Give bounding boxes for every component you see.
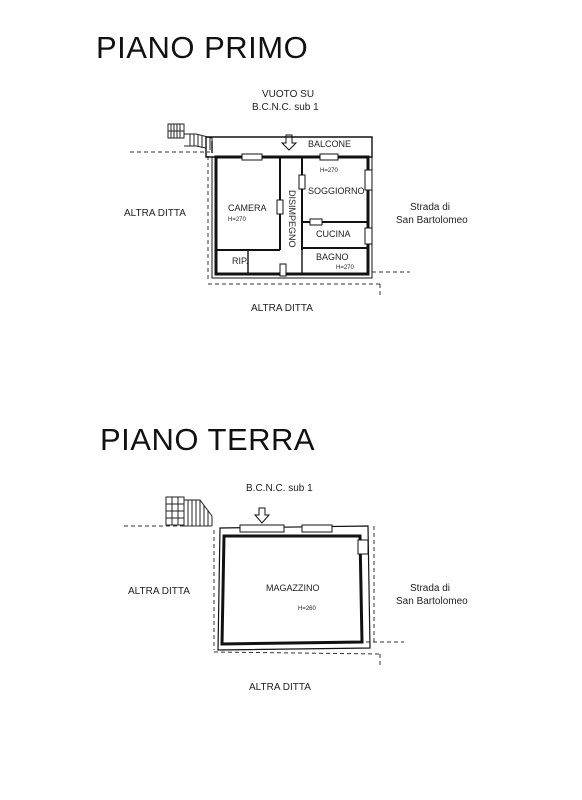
- upper-doors: [242, 154, 372, 276]
- upper-entrance-arrow: [282, 135, 296, 150]
- ground-street-line2: San Bartolomeo: [396, 596, 468, 607]
- ground-bottom-neighbor: ALTRA DITTA: [249, 682, 311, 693]
- cucina-label: CUCINA: [316, 229, 351, 239]
- upper-floor-title: PIANO PRIMO: [96, 30, 309, 65]
- upper-bcnc-note: B.C.N.C. sub 1: [252, 102, 319, 113]
- ground-bcnc-note: B.C.N.C. sub 1: [246, 483, 313, 494]
- ground-floor-title: PIANO TERRA: [100, 422, 316, 457]
- ground-left-neighbor: ALTRA DITTA: [128, 586, 190, 597]
- soggiorno-height: H=270: [320, 168, 338, 174]
- upper-street-line2: San Bartolomeo: [396, 215, 468, 226]
- upper-staircase: [168, 124, 212, 152]
- ground-property-boundary: [124, 526, 404, 668]
- balcony-label: BALCONE: [308, 139, 352, 149]
- camera-height: H=270: [228, 217, 246, 223]
- bagno-height: H=270: [336, 265, 354, 271]
- upper-void-note: VUOTO SU: [262, 89, 315, 100]
- upper-left-neighbor: ALTRA DITTA: [124, 208, 186, 219]
- soggiorno-label: SOGGIORNO: [308, 186, 365, 196]
- upper-bottom-neighbor: ALTRA DITTA: [251, 303, 313, 314]
- ground-entrance-arrow: [255, 508, 269, 523]
- camera-label: CAMERA: [228, 203, 267, 213]
- bagno-label: BAGNO: [316, 252, 349, 262]
- ground-doors: [240, 525, 368, 554]
- ground-street-line1: Strada di: [410, 583, 451, 594]
- ripostiglio-label: RIP.: [232, 256, 249, 266]
- magazzino-label: MAGAZZINO: [266, 583, 320, 593]
- upper-street-line1: Strada di: [410, 202, 451, 213]
- magazzino-height: H=260: [298, 606, 316, 612]
- upper-outer-walls: [212, 157, 372, 278]
- ground-staircase: [166, 497, 212, 526]
